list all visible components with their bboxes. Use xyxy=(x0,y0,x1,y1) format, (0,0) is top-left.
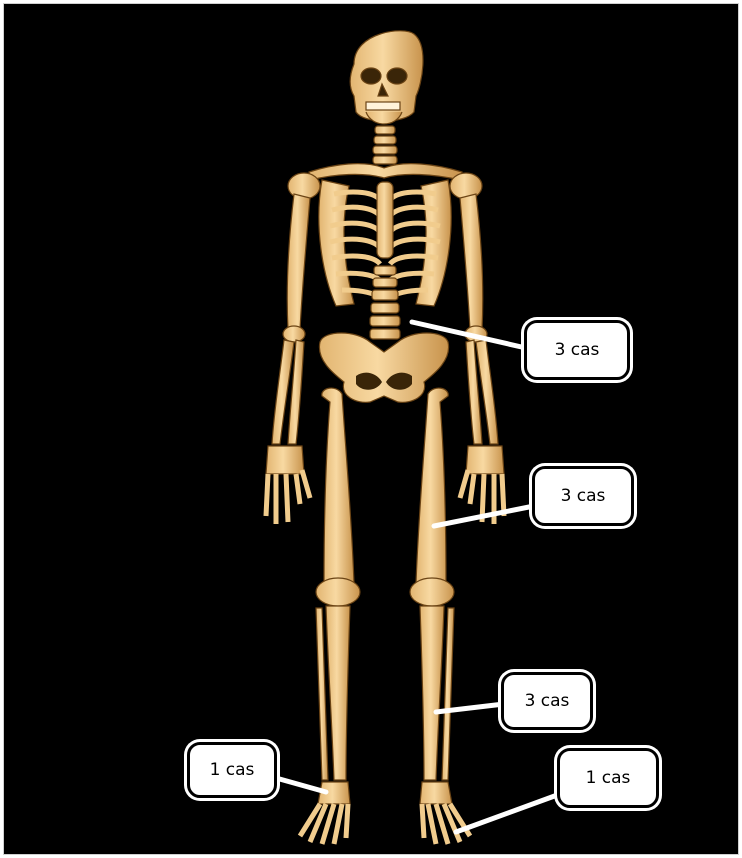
label-spine: 3 cas xyxy=(524,320,630,380)
femur-left xyxy=(322,388,354,584)
diagram-canvas: 3 cas 3 cas 3 cas 1 cas 1 cas xyxy=(3,3,739,855)
tibia-right xyxy=(420,606,444,780)
humerus-left xyxy=(287,194,310,330)
label-left-foot: 1 cas xyxy=(187,742,277,798)
human-skeleton-illustration xyxy=(4,4,740,856)
leader-line-left-foot xyxy=(276,778,326,792)
knee-right xyxy=(410,578,454,606)
leader-line-right-foot xyxy=(456,794,560,832)
humerus-right xyxy=(460,194,483,330)
label-shin: 3 cas xyxy=(501,672,593,730)
shoulder-right xyxy=(450,173,482,199)
neck-vertebrae xyxy=(373,126,397,164)
clavicles xyxy=(309,164,462,180)
knee-left xyxy=(316,578,360,606)
sternum xyxy=(377,182,393,258)
tibia-left xyxy=(326,606,350,780)
hand-left xyxy=(266,446,310,524)
label-thigh: 3 cas xyxy=(532,466,634,526)
foot-right xyxy=(420,782,470,844)
label-right-foot: 1 cas xyxy=(557,748,659,808)
femur-right xyxy=(416,388,448,584)
shoulder-left xyxy=(288,173,320,199)
skull xyxy=(350,31,423,124)
